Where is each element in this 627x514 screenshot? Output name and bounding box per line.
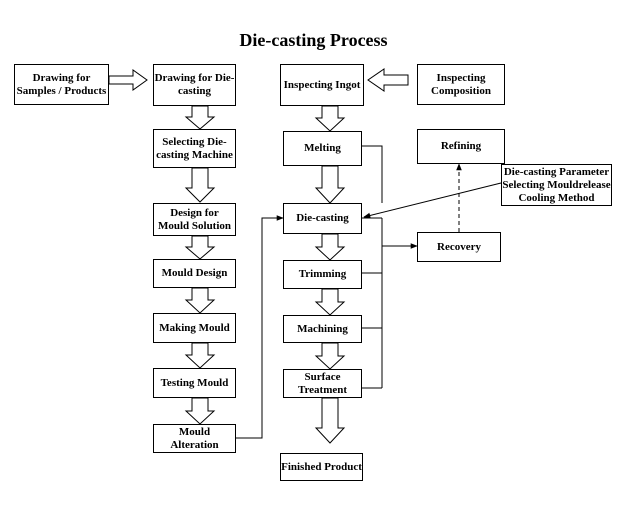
node-refining: Refining <box>417 129 505 164</box>
node-making-mould: Making Mould <box>153 313 236 343</box>
node-design-mould-solution: Design for Mould Solution <box>153 203 236 236</box>
diagram-title: Die-casting Process <box>239 30 388 50</box>
connector-alteration-to-diecasting <box>236 215 284 439</box>
node-surface-treatment: Surface Treatment <box>283 369 362 398</box>
node-testing-mould: Testing Mould <box>153 368 236 398</box>
node-trimming: Trimming <box>283 260 362 289</box>
node-finished-product: Finished Product <box>280 453 363 481</box>
block-arrow-down-1 <box>184 105 216 130</box>
block-arrow-down-10 <box>314 288 346 316</box>
node-machining: Machining <box>283 315 362 343</box>
connector-parameters-to-diecasting <box>363 182 502 219</box>
block-arrow-down-5 <box>184 342 216 369</box>
node-melting: Melting <box>283 131 362 166</box>
node-mould-design: Mould Design <box>153 259 236 288</box>
node-die-casting: Die-casting <box>283 203 362 234</box>
block-arrow-down-4 <box>184 287 216 314</box>
connector-melting-scrap <box>362 145 383 203</box>
node-parameters: Die-casting Parameter Selecting Mouldrel… <box>501 164 612 206</box>
node-inspecting-ingot: Inspecting Ingot <box>280 64 364 106</box>
node-drawing-diecasting: Drawing for Die- casting <box>153 64 236 106</box>
block-arrow-down-2 <box>184 167 216 203</box>
block-arrow-down-11 <box>314 342 346 370</box>
block-arrow-down-6 <box>184 397 216 425</box>
node-inspecting-composition: Inspecting Composition <box>417 64 505 105</box>
node-recovery: Recovery <box>417 232 501 262</box>
node-mould-alteration: Mould Alteration <box>153 424 236 453</box>
block-arrow-down-7 <box>314 105 346 132</box>
block-arrow-down-3 <box>184 235 216 260</box>
node-drawing-samples: Drawing for Samples / Products <box>14 64 109 105</box>
node-selecting-machine: Selecting Die- casting Machine <box>153 129 236 168</box>
block-arrow-samples-to-drawing <box>108 69 148 91</box>
block-arrow-down-9 <box>314 233 346 261</box>
block-arrow-down-8 <box>314 165 346 204</box>
block-arrow-down-12 <box>314 397 346 444</box>
block-arrow-composition-to-ingot <box>367 68 409 92</box>
